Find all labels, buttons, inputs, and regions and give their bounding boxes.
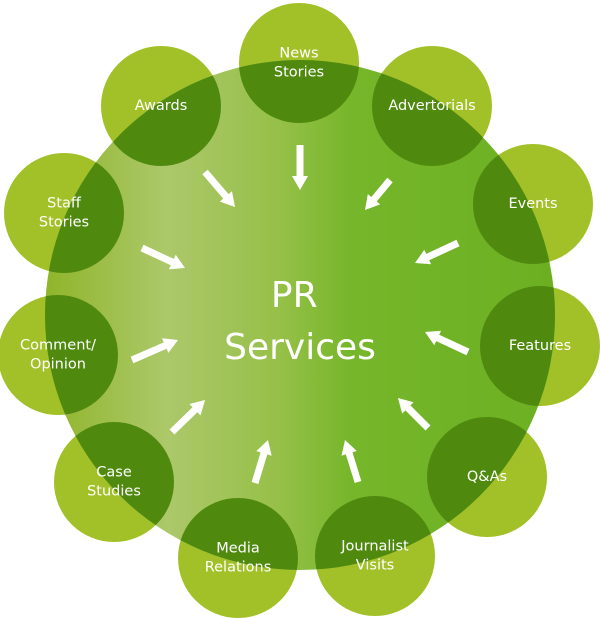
node-label-line: Studies [87,484,141,500]
node-label-line: Media [216,541,260,557]
arrow-features [425,330,470,356]
node-overlap-news-stories [239,60,359,123]
node-label-qas: Q&As [467,469,507,485]
node-label-line: Opinion [30,357,86,373]
center-title-line-2: Services [224,327,376,368]
node-label-comment-opinion: Comment/Opinion [20,338,96,373]
node-label-advertorials: Advertorials [388,98,475,114]
arrow-case-studies [169,400,205,435]
arrow-comment-opinion [130,338,178,364]
node-overlap-comment-opinion [45,295,118,415]
arrow-media-relations [251,440,272,484]
node-overlap-media-relations [178,498,298,570]
node-label-line: Stories [39,215,89,231]
node-overlap-journalist-visits [315,496,435,570]
center-title-line-1: PR [271,275,318,316]
node-overlap-features [480,286,555,406]
center-title: PR Services [224,275,376,368]
arrow-journalist-visits [341,440,362,483]
node-label-line: News [279,46,318,62]
arrow-advertorials [365,177,393,210]
node-label-line: Case [96,465,132,481]
node-label-line: Journalist [340,539,409,555]
node-label-events: Events [508,196,557,212]
node-label-line: Events [508,196,557,212]
arrow-staff-stories [140,244,185,270]
node-label-line: Advertorials [388,98,475,114]
node-label-line: Staff [47,196,82,212]
node-label-features: Features [509,338,571,354]
node-label-line: Relations [205,560,272,576]
center-circle [45,60,555,570]
node-label-line: Visits [356,558,394,574]
arrow-awards [202,169,235,207]
node-label-line: Awards [135,98,188,114]
node-label-awards: Awards [135,98,188,114]
node-label-line: Comment/ [20,338,96,354]
arrow-qas [398,398,431,431]
node-label-line: Q&As [467,469,507,485]
node-label-line: Stories [274,65,324,81]
arrow-news-stories [292,145,308,190]
node-label-line: Features [509,338,571,354]
arrow-events [415,239,460,265]
